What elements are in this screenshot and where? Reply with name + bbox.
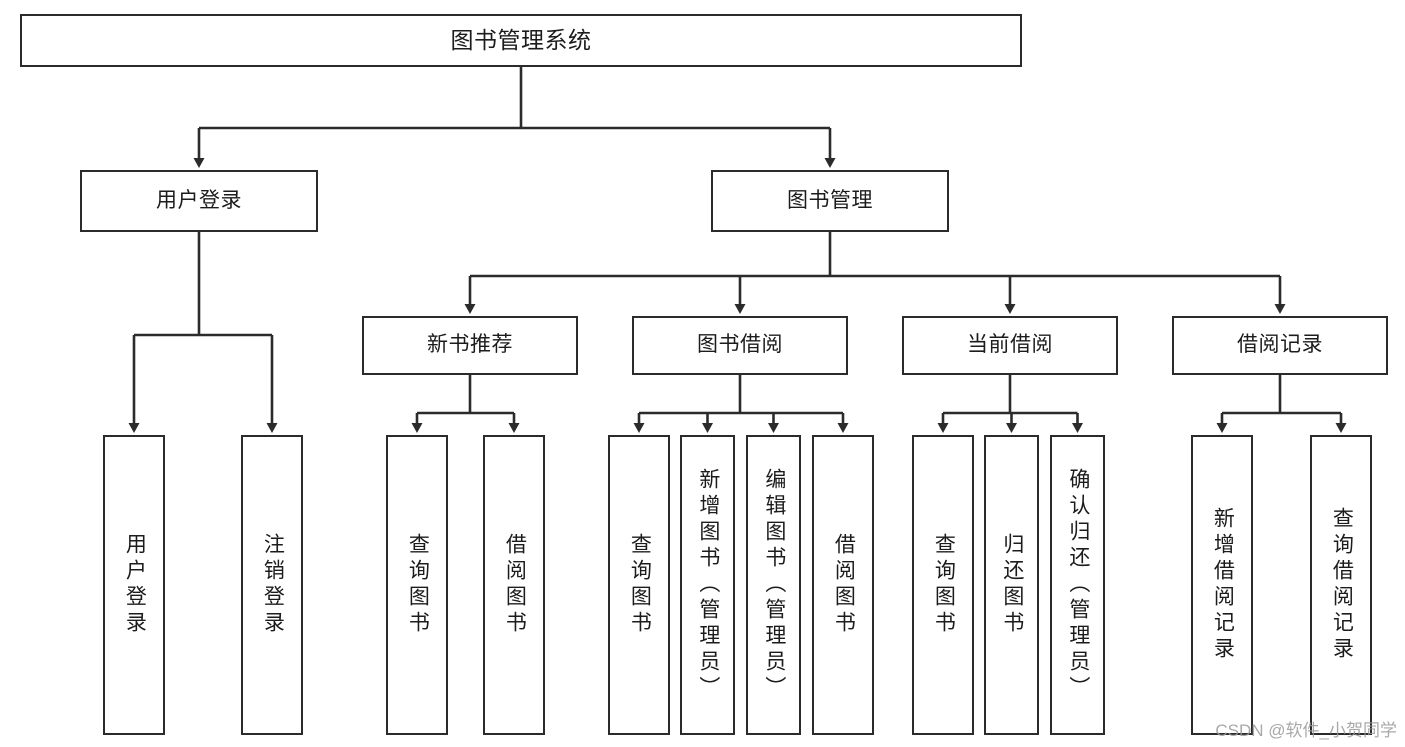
node-leaf-query-book-rec[interactable]: 查询图书 [386,435,448,735]
node-leaf-return-book-label: 归还图书 [1000,533,1024,637]
node-leaf-edit-book-admin-label: 编辑图书（管理员） [762,468,786,702]
node-book-manage-label: 图书管理 [787,188,873,212]
node-leaf-query-borrow-record[interactable]: 查询借阅记录 [1310,435,1372,735]
node-book-borrow[interactable]: 图书借阅 [632,316,848,375]
node-leaf-query-book-bor[interactable]: 查询图书 [608,435,670,735]
node-book-borrow-label: 图书借阅 [697,333,783,357]
node-leaf-confirm-return-admin-label: 确认归还（管理员） [1066,468,1090,702]
node-borrow-record-label: 借阅记录 [1237,333,1323,357]
node-user-login-label: 用户登录 [156,188,242,212]
node-leaf-query-borrow-record-label: 查询借阅记录 [1330,507,1354,663]
node-leaf-add-borrow-record-label: 新增借阅记录 [1211,507,1235,663]
node-leaf-borrow-book-bor-label: 借阅图书 [832,533,856,637]
node-leaf-add-book-admin-label: 新增图书（管理员） [696,468,720,702]
node-leaf-logout-login[interactable]: 注销登录 [241,435,303,735]
node-current-borrow[interactable]: 当前借阅 [902,316,1118,375]
node-leaf-query-book-rec-label: 查询图书 [406,533,430,637]
node-leaf-return-book[interactable]: 归还图书 [984,435,1039,735]
node-root-label: 图书管理系统 [450,26,592,53]
node-current-borrow-label: 当前借阅 [967,333,1053,357]
node-borrow-record[interactable]: 借阅记录 [1172,316,1388,375]
node-leaf-logout-login-label: 注销登录 [261,533,285,637]
node-leaf-user-login[interactable]: 用户登录 [103,435,165,735]
node-leaf-user-login-label: 用户登录 [123,533,147,637]
node-leaf-edit-book-admin[interactable]: 编辑图书（管理员） [746,435,801,735]
node-root[interactable]: 图书管理系统 [20,14,1022,67]
node-leaf-borrow-book-rec[interactable]: 借阅图书 [483,435,545,735]
node-leaf-borrow-book-bor[interactable]: 借阅图书 [812,435,874,735]
node-leaf-query-book-bor-label: 查询图书 [628,533,652,637]
node-leaf-add-book-admin[interactable]: 新增图书（管理员） [680,435,735,735]
node-user-login[interactable]: 用户登录 [80,170,318,232]
node-leaf-query-book-cur[interactable]: 查询图书 [912,435,974,735]
node-book-manage[interactable]: 图书管理 [711,170,949,232]
node-new-book-recommend[interactable]: 新书推荐 [362,316,578,375]
node-leaf-add-borrow-record[interactable]: 新增借阅记录 [1191,435,1253,735]
node-new-book-recommend-label: 新书推荐 [427,333,513,357]
node-leaf-confirm-return-admin[interactable]: 确认归还（管理员） [1050,435,1105,735]
node-leaf-query-book-cur-label: 查询图书 [932,533,956,637]
watermark: CSDN @软件_小贺同学 [1215,721,1397,740]
node-leaf-borrow-book-rec-label: 借阅图书 [503,533,527,637]
